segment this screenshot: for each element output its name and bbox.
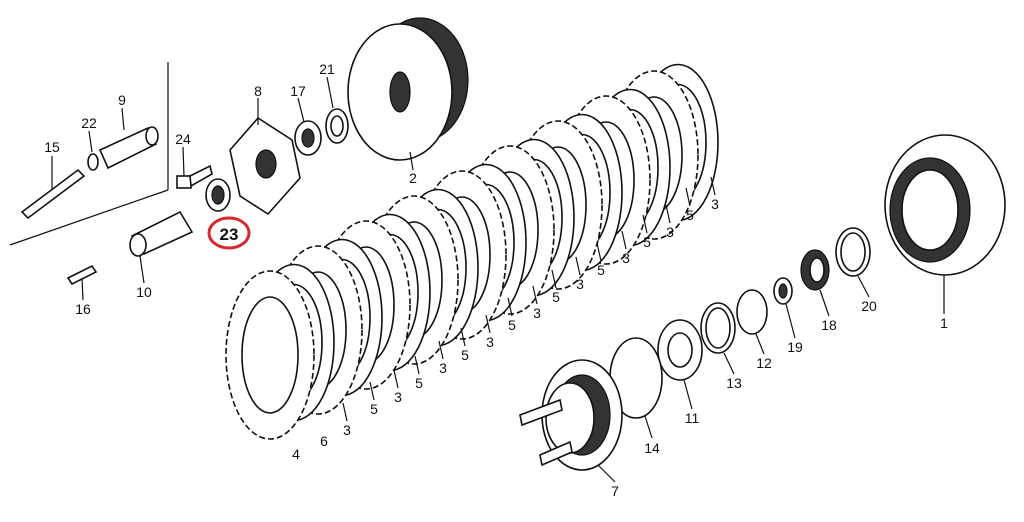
part-19-washer[interactable] <box>773 277 793 305</box>
leader-line <box>342 402 348 422</box>
label-2: 2 <box>409 170 417 186</box>
leader-lines <box>51 76 945 483</box>
label-1: 1 <box>940 315 948 331</box>
leader-line <box>710 176 716 196</box>
part-17-bearing[interactable] <box>294 120 322 156</box>
part-21-washer[interactable] <box>325 108 349 144</box>
part-10-shaft[interactable] <box>129 210 194 257</box>
leader-line <box>485 314 491 334</box>
label-5: 5 <box>552 289 560 305</box>
label-5: 5 <box>508 317 516 333</box>
label-10: 10 <box>136 284 152 300</box>
part-18-lock-nut[interactable] <box>800 249 830 291</box>
label-5: 5 <box>686 207 694 223</box>
label-3: 3 <box>666 224 674 240</box>
label-7: 7 <box>611 483 619 499</box>
label-5: 5 <box>643 234 651 250</box>
label-11: 11 <box>685 410 700 426</box>
label-6: 6 <box>320 433 328 449</box>
label-12: 12 <box>756 355 772 371</box>
part-22-washer[interactable] <box>87 153 99 171</box>
plate-inner-edge <box>241 296 299 414</box>
part-13-spring[interactable] <box>700 302 736 354</box>
label-19: 19 <box>787 339 803 355</box>
part-9-shaft[interactable] <box>98 126 159 170</box>
label-3: 3 <box>576 276 584 292</box>
part-24-bolt[interactable] <box>176 164 213 189</box>
leader-line <box>369 381 375 401</box>
part-23-bearing[interactable] <box>205 178 231 212</box>
label-20: 20 <box>861 298 877 314</box>
part-20-washer[interactable] <box>835 227 871 277</box>
label-9: 9 <box>118 92 126 108</box>
label-3: 3 <box>533 305 541 321</box>
label-4: 4 <box>292 446 300 462</box>
label-3: 3 <box>486 334 494 350</box>
leader-line <box>551 269 557 289</box>
part-15-rod[interactable] <box>20 168 86 220</box>
label-23: 23 <box>220 225 239 244</box>
leader-line <box>621 230 627 250</box>
label-8: 8 <box>254 83 262 99</box>
part-16-pin[interactable] <box>66 264 98 286</box>
label-15: 15 <box>44 139 60 155</box>
label-3: 3 <box>394 389 402 405</box>
leader-line <box>460 327 466 347</box>
leader-line <box>665 204 671 224</box>
label-24: 24 <box>175 131 191 147</box>
label-18: 18 <box>821 317 837 333</box>
part-11-spring-seat[interactable] <box>657 319 703 381</box>
label-3: 3 <box>622 250 630 266</box>
leader-line <box>575 256 581 276</box>
label-22: 22 <box>81 115 97 131</box>
highlight-circle <box>207 216 251 250</box>
frame-line <box>9 189 169 246</box>
label-13: 13 <box>726 375 742 391</box>
label-14: 14 <box>644 440 660 456</box>
label-3: 3 <box>711 196 719 212</box>
leader-line <box>532 285 538 305</box>
label-17: 17 <box>290 83 306 99</box>
part-1-clutch-center[interactable] <box>884 134 1006 276</box>
label-16: 16 <box>75 301 91 317</box>
label-5: 5 <box>415 375 423 391</box>
leader-line <box>414 355 420 375</box>
part-7-pressure-plate[interactable] <box>519 359 623 471</box>
leader-line <box>393 369 399 389</box>
leader-line <box>507 297 513 317</box>
leader-line <box>596 242 602 262</box>
leader-line <box>438 340 444 360</box>
label-21: 21 <box>319 61 335 77</box>
leader-line <box>642 214 648 234</box>
label-3: 3 <box>343 422 351 438</box>
label-3: 3 <box>439 360 447 376</box>
clutch-plate-stack <box>225 63 719 440</box>
label-5: 5 <box>370 401 378 417</box>
leader-line <box>685 187 691 207</box>
part-2-clutch-outer[interactable] <box>347 17 469 161</box>
label-5: 5 <box>461 347 469 363</box>
part-12-circlip[interactable] <box>736 289 768 335</box>
part-8-lifter-plate[interactable] <box>229 116 301 216</box>
label-5: 5 <box>597 262 605 278</box>
